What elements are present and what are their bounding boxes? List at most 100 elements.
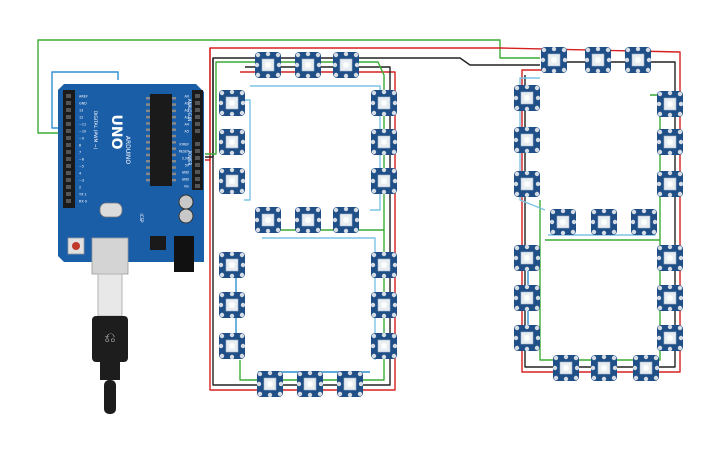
neopixel-module[interactable] — [218, 89, 246, 117]
neopixel-module[interactable] — [370, 128, 398, 156]
neopixel-module[interactable] — [294, 206, 322, 234]
neopixel-pad — [601, 208, 607, 214]
digital-pin-hole[interactable] — [66, 164, 71, 168]
neopixel-module[interactable] — [590, 354, 618, 382]
digital-pin-hole[interactable] — [66, 185, 71, 189]
neopixel-pad — [631, 229, 637, 235]
neopixel-pad — [295, 227, 301, 233]
neopixel-module[interactable] — [513, 284, 541, 312]
neopixel-pad — [347, 392, 353, 398]
digital-pin-hole[interactable] — [66, 192, 71, 196]
neopixel-pad — [630, 219, 636, 225]
power-pin-hole[interactable] — [195, 142, 200, 146]
digital-pin-hole[interactable] — [66, 94, 71, 98]
digital-pin-hole[interactable] — [66, 108, 71, 112]
neopixel-module[interactable] — [254, 206, 282, 234]
analog-pin-hole[interactable] — [195, 94, 200, 98]
neopixel-module[interactable] — [296, 370, 324, 398]
digital-pin-hole[interactable] — [66, 150, 71, 154]
reset-button[interactable] — [72, 242, 80, 250]
neopixel-module[interactable] — [513, 244, 541, 272]
analog-pin-hole[interactable] — [195, 129, 200, 133]
led-lens-icon — [667, 139, 673, 145]
power-jack[interactable] — [174, 236, 194, 272]
neopixel-module[interactable] — [294, 51, 322, 79]
neopixel-module[interactable] — [218, 332, 246, 360]
usb-port[interactable] — [91, 237, 129, 275]
digital-pin-hole[interactable] — [66, 178, 71, 182]
neopixel-module[interactable] — [656, 324, 684, 352]
digital-pin-hole[interactable] — [66, 101, 71, 105]
neopixel-module[interactable] — [254, 51, 282, 79]
neopixel-pad — [657, 171, 663, 177]
neopixel-module[interactable] — [630, 208, 658, 236]
wire-data-green-d1b[interactable] — [239, 230, 385, 381]
neopixel-pad — [535, 137, 541, 143]
power-pin-hole[interactable] — [195, 149, 200, 153]
wire-link-lightblue-d1-top[interactable] — [250, 85, 381, 211]
power-analog-header[interactable] — [192, 90, 203, 190]
neopixel-module[interactable] — [590, 208, 618, 236]
neopixel-pad — [534, 105, 540, 111]
neopixel-module[interactable] — [218, 128, 246, 156]
neopixel-pad — [317, 371, 323, 377]
neopixel-pad — [667, 192, 673, 198]
digital-pin-hole[interactable] — [66, 157, 71, 161]
digital-pin-hole[interactable] — [66, 143, 71, 147]
neopixel-module[interactable] — [370, 291, 398, 319]
neopixel-module[interactable] — [624, 46, 652, 74]
neopixel-module[interactable] — [336, 370, 364, 398]
digital-pin-hole[interactable] — [66, 171, 71, 175]
analog-pin-hole[interactable] — [195, 122, 200, 126]
neopixel-module[interactable] — [513, 84, 541, 112]
wire-link-lightblue-d1-mid[interactable] — [262, 237, 376, 360]
neopixel-module[interactable] — [218, 167, 246, 195]
digital-pin-hole[interactable] — [66, 115, 71, 119]
neopixel-module[interactable] — [656, 90, 684, 118]
neopixel-module[interactable] — [218, 251, 246, 279]
neopixel-pad — [514, 85, 520, 91]
neopixel-module[interactable] — [632, 354, 660, 382]
neopixel-module[interactable] — [332, 51, 360, 79]
neopixel-module[interactable] — [656, 128, 684, 156]
neopixel-module[interactable] — [370, 167, 398, 195]
wire-link-lightblue-d1-left[interactable] — [244, 99, 251, 201]
neopixel-module[interactable] — [549, 208, 577, 236]
power-pin-hole[interactable] — [195, 177, 200, 181]
neopixel-module[interactable] — [218, 291, 246, 319]
digital-pin-hole[interactable] — [66, 136, 71, 140]
power-pin-hole[interactable] — [195, 184, 200, 188]
neopixel-module[interactable] — [540, 46, 568, 74]
analog-pin-hole[interactable] — [195, 115, 200, 119]
neopixel-module[interactable] — [656, 284, 684, 312]
neopixel-module[interactable] — [370, 89, 398, 117]
digital-pin-hole[interactable] — [66, 122, 71, 126]
neopixel-module[interactable] — [656, 170, 684, 198]
power-pin-hole[interactable] — [195, 163, 200, 167]
neopixel-pad — [392, 302, 398, 308]
neopixel-pad — [656, 139, 662, 145]
neopixel-module[interactable] — [513, 126, 541, 154]
digital-pin-hole[interactable] — [66, 199, 71, 203]
analog-pin-hole[interactable] — [195, 101, 200, 105]
led-lens-icon — [307, 381, 313, 387]
usb-cable[interactable]: ⎌ — [92, 273, 128, 414]
analog-pin-hole[interactable] — [195, 108, 200, 112]
neopixel-module[interactable] — [656, 244, 684, 272]
power-pin-hole[interactable] — [195, 170, 200, 174]
neopixel-module[interactable] — [256, 370, 284, 398]
arduino-uno-board[interactable]: UNO ARDUINO DIGITAL (PWM ~) POWER ANALOG… — [58, 84, 204, 275]
power-pin-hole[interactable] — [195, 156, 200, 160]
neopixel-module[interactable] — [552, 354, 580, 382]
neopixel-module[interactable] — [332, 206, 360, 234]
neopixel-module[interactable] — [513, 324, 541, 352]
neopixel-module[interactable] — [513, 170, 541, 198]
digital-pin-hole[interactable] — [66, 129, 71, 133]
neopixel-module[interactable] — [370, 332, 398, 360]
neopixel-module[interactable] — [370, 251, 398, 279]
wire-data-green-d1[interactable] — [205, 61, 385, 231]
led-lens-icon — [343, 62, 349, 68]
digital-header[interactable] — [63, 90, 75, 208]
neopixel-module[interactable] — [584, 46, 612, 74]
wire-data-green-top[interactable] — [37, 39, 540, 134]
